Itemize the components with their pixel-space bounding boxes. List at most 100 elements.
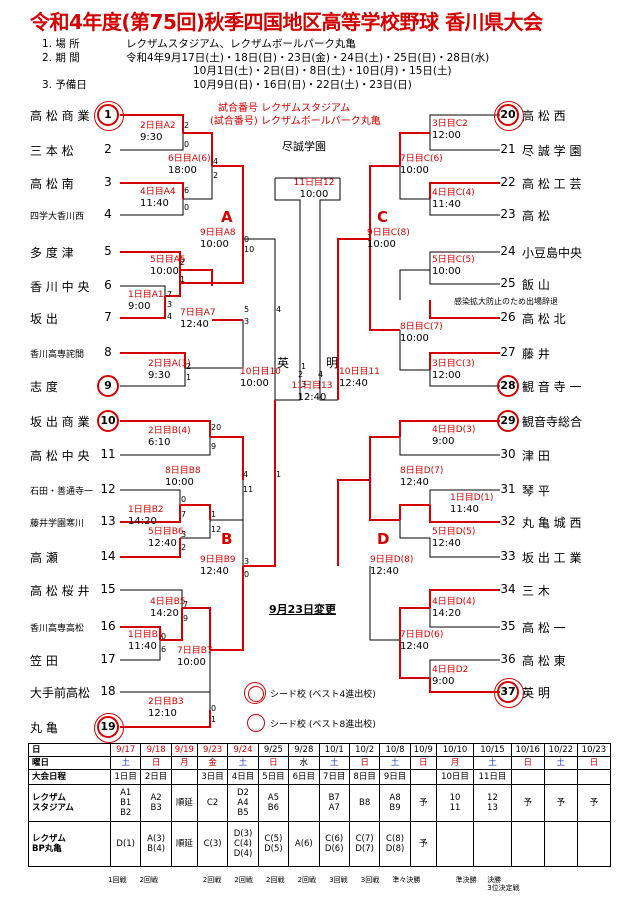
team-number: 22 bbox=[500, 175, 516, 189]
team-name: 三 木 bbox=[522, 584, 550, 598]
seed-team-number: 9 bbox=[97, 375, 119, 397]
score: 0 bbox=[161, 632, 167, 641]
game-time: 11:40 bbox=[432, 199, 461, 210]
bracket-line bbox=[243, 238, 276, 400]
schedule-cell: 日 bbox=[140, 756, 172, 770]
team-name: 香川高専高松 bbox=[30, 624, 85, 634]
team-number: 33 bbox=[500, 549, 516, 563]
team-number: 4 bbox=[104, 207, 112, 221]
schedule-cell: A5 B6 bbox=[257, 784, 290, 822]
game-label: 2日目A2 bbox=[140, 121, 176, 131]
info-place: レクザムスタジアム、レクザムボールパーク丸亀 bbox=[126, 38, 356, 50]
team-name: 三 本 松 bbox=[30, 144, 74, 158]
bracket-line bbox=[120, 589, 183, 608]
score: 4 bbox=[213, 157, 219, 166]
team-number: 23 bbox=[500, 207, 516, 221]
bracket-line bbox=[180, 520, 211, 539]
score: 4 bbox=[243, 470, 249, 479]
bracket-line bbox=[120, 285, 166, 296]
bracket-line bbox=[319, 178, 341, 373]
bracket-line bbox=[429, 659, 500, 678]
score: 2 bbox=[181, 543, 187, 552]
bracket-line bbox=[210, 566, 244, 651]
score: 0 bbox=[184, 140, 190, 149]
team-name: 高 松 南 bbox=[30, 177, 74, 191]
schedule-cell: 月 bbox=[170, 756, 198, 770]
schedule-cell: 10/23 bbox=[576, 743, 612, 757]
game-g30: 8日目D(7)12:40 bbox=[400, 466, 443, 488]
schedule-cell: 7日目 bbox=[318, 769, 350, 785]
score: 6 bbox=[184, 186, 190, 195]
score: 0 bbox=[184, 203, 190, 212]
schedule-cell: 10/15 bbox=[473, 743, 512, 757]
game-label: 1日目B1 bbox=[128, 630, 164, 640]
team-number: 5 bbox=[104, 244, 112, 258]
legend-seed4: シード校 (ベスト4進出校) bbox=[270, 690, 376, 700]
schedule-cell: 水 bbox=[288, 756, 320, 770]
bracket-line bbox=[399, 520, 430, 539]
game-label: 9日目A8 bbox=[200, 228, 236, 238]
round-label: 2回戦 bbox=[202, 876, 222, 884]
schedule-cell: 月 bbox=[435, 756, 475, 770]
schedule-cell: 9/17 bbox=[109, 743, 142, 757]
schedule-cell: 1日目 bbox=[109, 769, 142, 785]
bracket-line bbox=[369, 480, 400, 521]
game-g10: 2日目B(4)6:10 bbox=[148, 426, 191, 448]
score: 4 bbox=[167, 312, 173, 321]
game-time: 11:40 bbox=[128, 641, 157, 652]
team-name: 小豆島中央 bbox=[522, 246, 583, 260]
team-number: 15 bbox=[100, 582, 116, 596]
bracket-line bbox=[185, 320, 244, 369]
game-label: 4日目A4 bbox=[140, 187, 176, 197]
schedule-cell bbox=[510, 821, 545, 867]
bracket-line bbox=[399, 269, 430, 300]
team-name: 高 瀬 bbox=[30, 551, 58, 565]
bracket-line bbox=[160, 608, 183, 641]
score: 2 bbox=[213, 171, 219, 180]
round-label: 2回戦 bbox=[266, 876, 285, 884]
schedule-header-cell: 曜日 bbox=[28, 756, 111, 770]
team-name: 津 田 bbox=[522, 449, 550, 463]
seed-team-number: 29 bbox=[497, 410, 519, 432]
game-time: 11:40 bbox=[450, 504, 479, 515]
game-time: 10:00 bbox=[165, 477, 194, 488]
change-note: 9月23日変更 bbox=[269, 603, 336, 616]
team-name: 高 松 一 bbox=[522, 621, 566, 635]
round-label: 準々決勝 bbox=[392, 876, 421, 884]
bracket-line bbox=[165, 270, 181, 297]
schedule-cell: D(3) C(4) D(4) bbox=[227, 821, 259, 867]
game-time: 18:00 bbox=[168, 165, 197, 176]
game-g20: 4日目C(4)11:40 bbox=[432, 188, 475, 210]
venue-note-1: 試合番号 レクザムスタジアム bbox=[218, 103, 351, 114]
score: 2 bbox=[180, 258, 186, 267]
score: 3 bbox=[244, 317, 250, 326]
block-d: D bbox=[377, 530, 390, 548]
game-label: 9日目D(8) bbox=[370, 555, 414, 565]
game-time: 12:00 bbox=[432, 370, 461, 381]
score: 2 bbox=[184, 121, 190, 130]
team-number: 31 bbox=[500, 482, 516, 496]
bracket-line bbox=[319, 373, 338, 401]
team-name: 高 松 西 bbox=[522, 109, 566, 123]
bracket-line bbox=[429, 352, 500, 370]
semi-left: 英 bbox=[277, 356, 290, 370]
schedule-cell: C(8) D(8) bbox=[379, 821, 411, 867]
game-time: 12:40 bbox=[370, 566, 399, 577]
team-name: 高 松 北 bbox=[522, 312, 566, 326]
schedule-row_day: 曜日土日月金土日水土日土日月土日土日 bbox=[28, 756, 612, 770]
score: 0 bbox=[181, 495, 187, 504]
bracket-line bbox=[120, 640, 161, 661]
round-label: 2回戦 bbox=[139, 876, 159, 884]
bracket-line bbox=[429, 114, 500, 133]
schedule-cell: 予 bbox=[409, 784, 437, 822]
game-time: 10:00 bbox=[150, 266, 179, 277]
bracket-line bbox=[429, 251, 500, 270]
schedule-cell: B8 bbox=[348, 784, 381, 822]
game-label: 10日目11 bbox=[339, 367, 380, 377]
bracket-line bbox=[182, 607, 211, 650]
